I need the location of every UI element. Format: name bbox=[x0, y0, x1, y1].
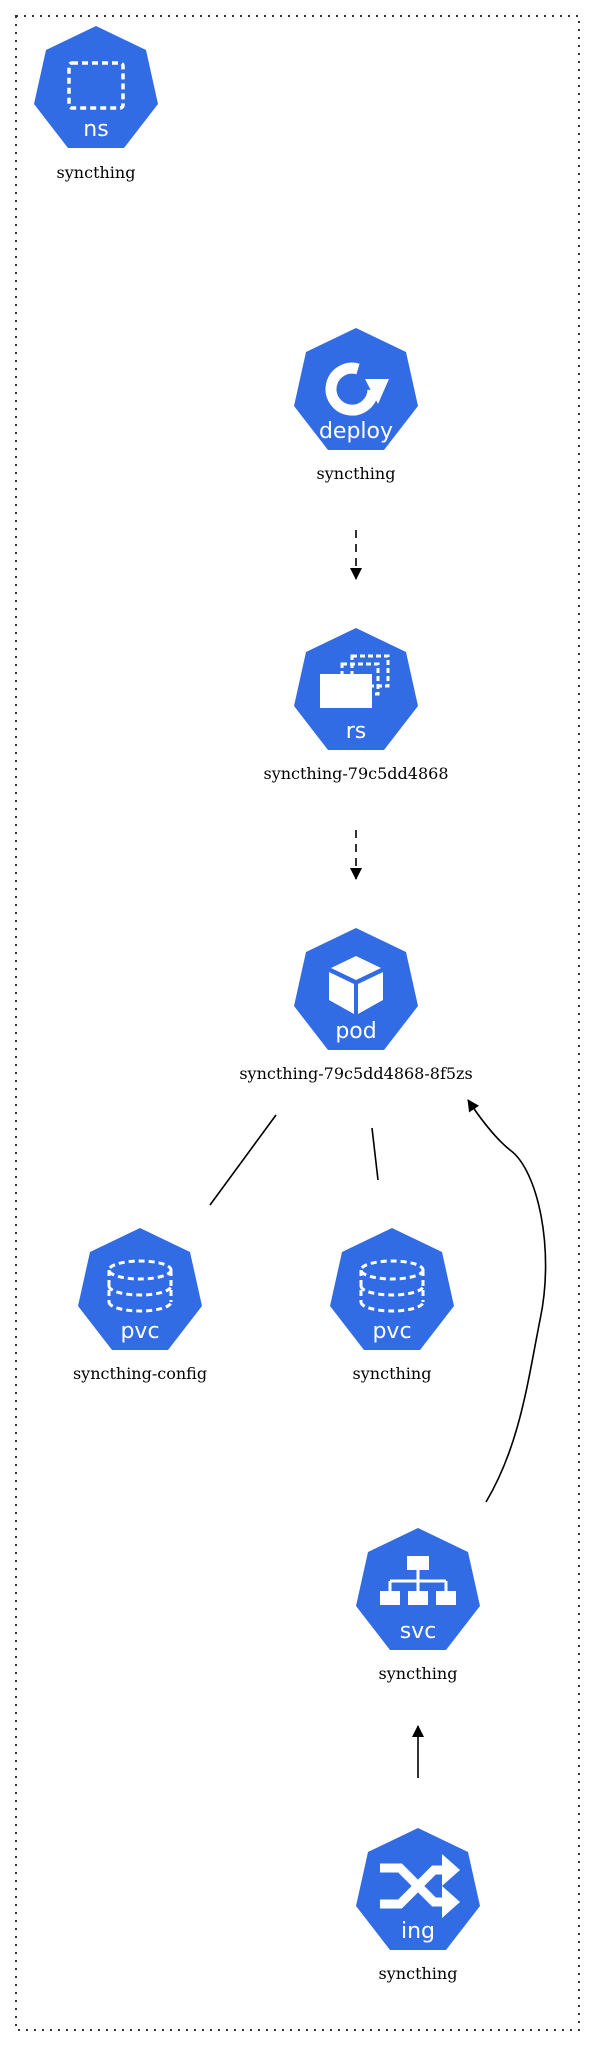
node-name-label: syncthing-79c5dd4868 bbox=[263, 764, 448, 783]
node-name-label: syncthing bbox=[57, 163, 136, 182]
node-kind-label: svc bbox=[400, 1619, 437, 1644]
node-kind-label: ing bbox=[401, 1919, 435, 1944]
node-name-label: syncthing bbox=[379, 1664, 458, 1683]
node-kind-label: pvc bbox=[372, 1319, 411, 1344]
namespace-node[interactable]: ns syncthing bbox=[34, 26, 158, 182]
node-name-label: syncthing-config bbox=[73, 1364, 207, 1383]
persistent-volume-claim-icon bbox=[359, 1259, 425, 1313]
node-name-label: syncthing bbox=[317, 464, 396, 483]
node-badge bbox=[294, 928, 418, 1050]
edge-pod-to-pvc-data bbox=[371, 1127, 379, 1181]
node-kind-label: pvc bbox=[120, 1319, 159, 1344]
node-kind-label: pod bbox=[335, 1019, 376, 1044]
node-name-label: syncthing bbox=[353, 1364, 432, 1383]
replicaset-icon bbox=[320, 654, 390, 708]
namespace-boundary bbox=[15, 15, 580, 2031]
edge-pod-to-pvc-config bbox=[209, 1114, 277, 1206]
ingress-icon bbox=[380, 1854, 460, 1918]
pod-icon bbox=[329, 956, 383, 1014]
node-name-label: syncthing bbox=[379, 1964, 458, 1983]
node-name-label: syncthing-79c5dd4868-8f5zs bbox=[239, 1064, 472, 1083]
node-kind-label: deploy bbox=[319, 419, 393, 444]
deployment-icon bbox=[325, 362, 389, 416]
node-kind-label: ns bbox=[83, 117, 108, 142]
pod-node[interactable]: pod syncthing-79c5dd4868-8f5zs bbox=[239, 928, 473, 1083]
ingress-node[interactable]: ing syncthing bbox=[356, 1828, 480, 1983]
persistent-volume-claim-icon bbox=[107, 1259, 173, 1313]
node-badge bbox=[294, 328, 418, 450]
node-badge bbox=[34, 26, 158, 148]
pvc-data-node[interactable]: pvc syncthing bbox=[330, 1228, 454, 1383]
namespace-icon bbox=[67, 61, 125, 110]
pvc-config-node[interactable]: pvc syncthing-config bbox=[73, 1228, 207, 1383]
edge-svc-to-pod bbox=[467, 1099, 547, 1503]
node-badge bbox=[78, 1228, 202, 1350]
replicaset-node[interactable]: rs syncthing-79c5dd4868 bbox=[263, 628, 449, 783]
service-icon bbox=[380, 1556, 456, 1605]
node-badge bbox=[330, 1228, 454, 1350]
service-node[interactable]: svc syncthing bbox=[356, 1528, 480, 1683]
deployment-node[interactable]: deploy syncthing bbox=[294, 328, 418, 483]
node-kind-label: rs bbox=[346, 719, 367, 744]
